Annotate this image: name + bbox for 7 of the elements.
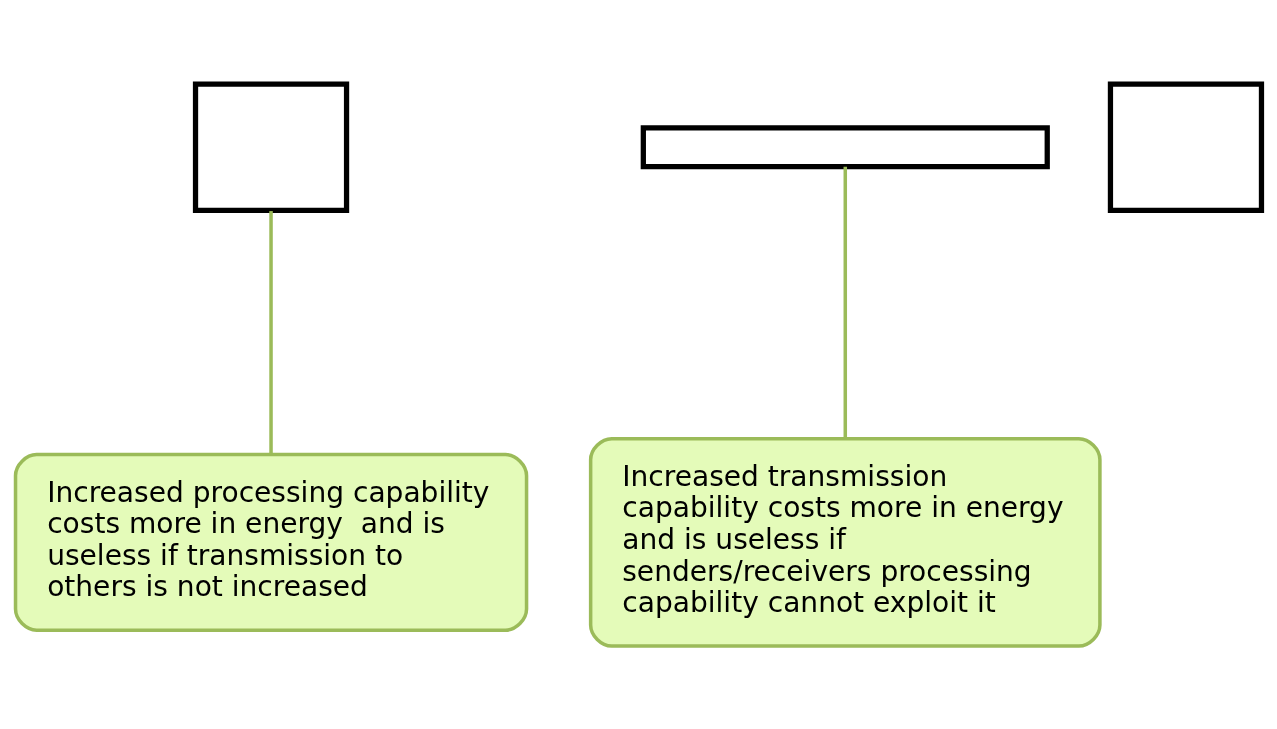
- node-box: [192, 80, 350, 213]
- node-box: Increased transmission capability costs more in energy and is useless if senders/receivers processing capability cannot exploit it: [588, 436, 1102, 648]
- connector: [269, 210, 273, 454]
- node-box: [1107, 80, 1265, 213]
- node-box: Increased processing capability costs more in energy and is useless if transmission to others is not increased: [13, 452, 529, 632]
- connector: [843, 166, 848, 439]
- node-bar: [640, 124, 1050, 169]
